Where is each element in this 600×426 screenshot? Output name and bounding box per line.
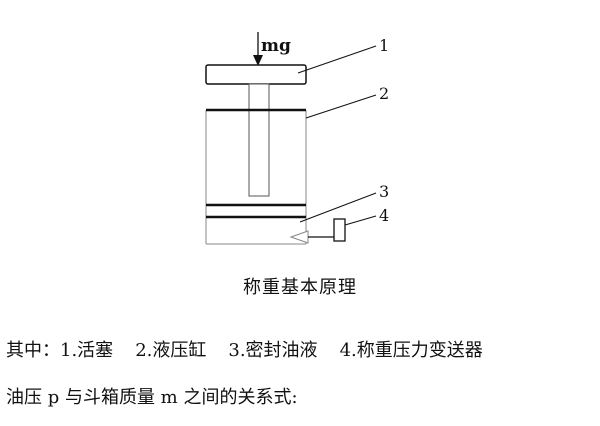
callout-1: 1 — [379, 36, 389, 55]
weighing-principle-diagram: mg 1 2 3 4 — [205, 32, 389, 245]
hydraulic-cylinder — [205, 108, 307, 245]
callout-2: 2 — [379, 84, 389, 103]
piston-rod — [248, 83, 270, 197]
legend-line: 其中：1.活塞 2.液压缸 3.密封油液 4.称重压力变送器 — [6, 336, 483, 362]
piston-head — [205, 64, 307, 85]
piston-plate — [206, 203, 306, 219]
legend-item-transmitter: 4.称重压力变送器 — [339, 340, 483, 361]
formula-intro: 油压 p 与斗箱质量 m 之间的关系式: — [6, 387, 298, 408]
callout-4: 4 — [379, 206, 389, 225]
legend-item-cylinder: 2.液压缸 — [135, 340, 207, 361]
legend-item-piston: 1.活塞 — [60, 340, 114, 361]
legend-item-oil: 3.密封油液 — [228, 340, 318, 361]
diagram-caption: 称重基本原理 — [243, 277, 357, 298]
force-label: mg — [261, 36, 291, 56]
callout-3: 3 — [379, 182, 389, 201]
force-arrow — [253, 32, 263, 66]
pressure-transmitter — [289, 218, 346, 244]
callout-leaders — [297, 45, 377, 226]
legend-prefix: 其中： — [6, 340, 60, 361]
